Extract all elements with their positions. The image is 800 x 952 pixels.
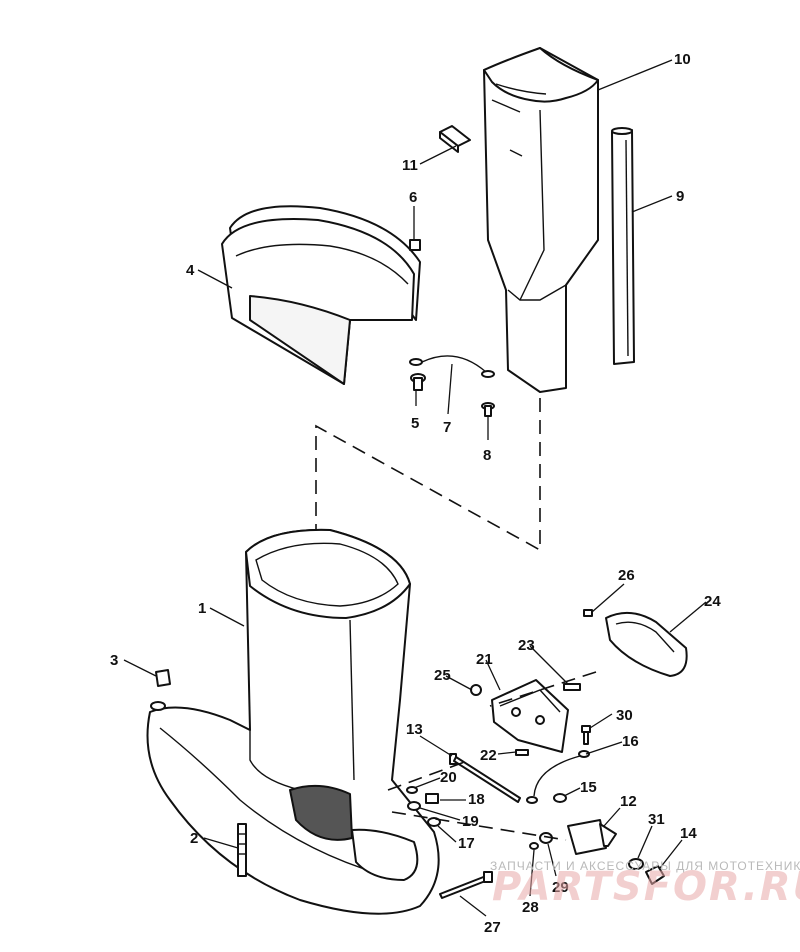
screw-part-22 bbox=[515, 749, 529, 756]
nut-part-14 bbox=[645, 865, 665, 885]
label-21: 21 bbox=[476, 651, 493, 668]
bracket-part-21 bbox=[491, 679, 569, 753]
nut-part-6 bbox=[409, 239, 421, 251]
block-part-11 bbox=[439, 125, 471, 153]
stud-part-2 bbox=[237, 823, 247, 877]
label-24: 24 bbox=[704, 593, 721, 610]
anode-part-12 bbox=[567, 819, 617, 855]
label-26: 26 bbox=[618, 567, 635, 584]
label-6: 6 bbox=[409, 189, 417, 206]
label-22: 22 bbox=[480, 747, 497, 764]
label-3: 3 bbox=[110, 652, 118, 669]
bolt-part-27 bbox=[439, 871, 493, 899]
label-12: 12 bbox=[620, 793, 637, 810]
label-29: 29 bbox=[552, 879, 569, 896]
part-labels: 1 2 3 4 5 6 7 8 9 10 11 12 13 14 15 16 1… bbox=[110, 51, 721, 936]
label-23: 23 bbox=[518, 637, 535, 654]
label-16: 16 bbox=[622, 733, 639, 750]
nut-part-25 bbox=[470, 684, 482, 696]
label-20: 20 bbox=[440, 769, 457, 786]
label-19: 19 bbox=[462, 813, 479, 830]
trim-cover-part-24 bbox=[605, 611, 688, 677]
strap-part-16 bbox=[526, 750, 590, 804]
washer-part-28 bbox=[529, 842, 539, 850]
label-15: 15 bbox=[580, 779, 597, 796]
label-1: 1 bbox=[198, 600, 206, 617]
label-27: 27 bbox=[484, 919, 501, 936]
label-28: 28 bbox=[522, 899, 539, 916]
label-11: 11 bbox=[402, 157, 418, 174]
washer-part-19 bbox=[407, 801, 421, 811]
washer-part-31 bbox=[628, 858, 644, 870]
strap-part-7 bbox=[409, 355, 495, 378]
label-13: 13 bbox=[406, 721, 423, 738]
sub-assembly-dashed-line-upper bbox=[387, 671, 597, 791]
watermark-caption: ЗАПЧАСТИ И АКСЕССУАРЫ ДЛЯ МОТОТЕХНИКИ bbox=[490, 859, 800, 873]
plug-part-3 bbox=[155, 669, 171, 687]
washer-part-15 bbox=[553, 793, 567, 803]
label-9: 9 bbox=[676, 188, 684, 205]
label-17: 17 bbox=[458, 835, 475, 852]
driveshaft-housing-part-1 bbox=[146, 528, 440, 915]
nut-part-18 bbox=[425, 793, 439, 804]
label-18: 18 bbox=[468, 791, 485, 808]
label-4: 4 bbox=[186, 262, 195, 279]
label-10: 10 bbox=[674, 51, 691, 68]
screw-part-8 bbox=[481, 402, 495, 417]
label-5: 5 bbox=[411, 415, 419, 432]
label-8: 8 bbox=[483, 447, 491, 464]
label-14: 14 bbox=[680, 825, 697, 842]
leader-lines bbox=[123, 59, 707, 917]
label-31: 31 bbox=[648, 811, 665, 828]
label-30: 30 bbox=[616, 707, 633, 724]
cover-part-4 bbox=[221, 205, 421, 385]
assembly-dashed-line bbox=[315, 392, 541, 552]
label-25: 25 bbox=[434, 667, 451, 684]
label-2: 2 bbox=[190, 830, 198, 847]
tube-part-9 bbox=[611, 127, 635, 365]
screw-part-26 bbox=[583, 609, 593, 617]
bolt-part-23 bbox=[563, 683, 581, 691]
bolt-part-13 bbox=[449, 753, 521, 803]
sub-assembly-dashed-line-lower bbox=[391, 811, 567, 841]
label-7: 7 bbox=[443, 419, 451, 436]
watermark-logo: PARTSFOR.RU bbox=[492, 864, 800, 910]
exhaust-tube-part-10 bbox=[483, 47, 599, 393]
watermark: ЗАПЧАСТИ И АКСЕССУАРЫ ДЛЯ МОТОТЕХНИКИ PA… bbox=[490, 859, 800, 910]
screw-part-5 bbox=[410, 373, 426, 391]
screw-part-30 bbox=[581, 725, 591, 745]
